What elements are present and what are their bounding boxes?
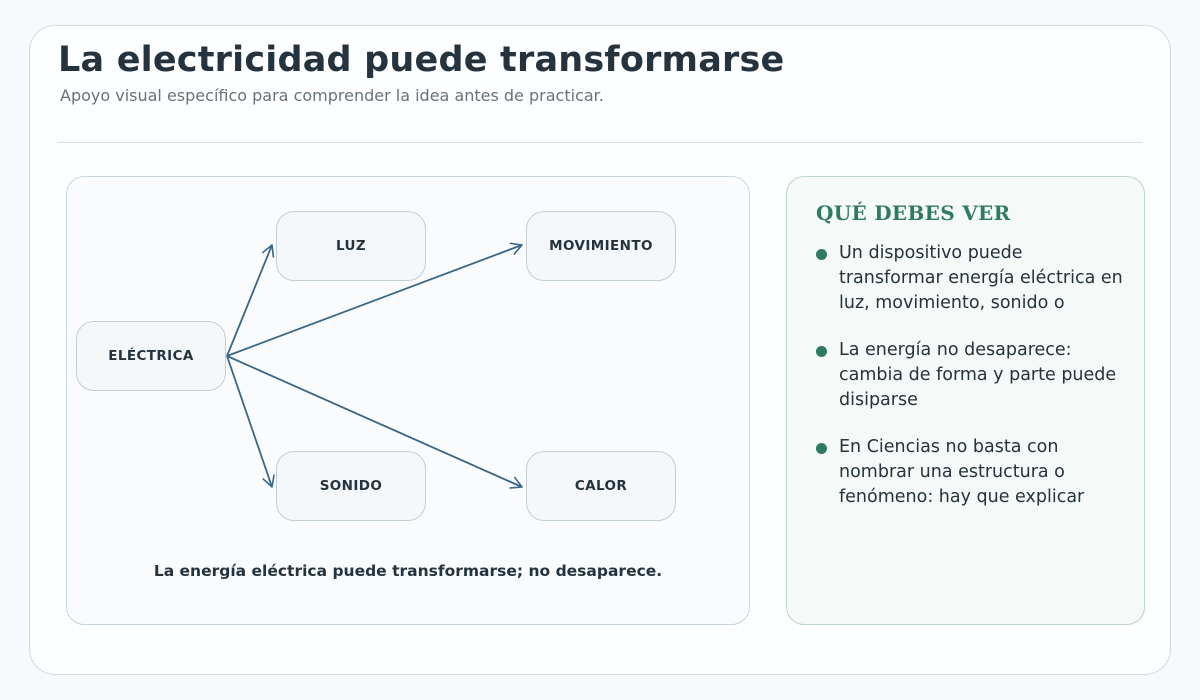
- node-sonido: SONIDO: [276, 451, 426, 521]
- list-item: La energía no desaparece: cambia de form…: [816, 338, 1131, 413]
- list-item-text: La energía no desaparece: cambia de form…: [839, 340, 1117, 410]
- diagram-caption: La energía eléctrica puede transformarse…: [153, 562, 663, 580]
- list-item: Un dispositivo puede transformar energía…: [816, 241, 1131, 316]
- arrow-to-sonido: [226, 355, 275, 488]
- arrow-to-luz: [226, 244, 275, 357]
- list-item-text: En Ciencias no basta con nombrar una est…: [839, 437, 1085, 507]
- arrow-to-movimiento: [226, 242, 523, 357]
- header-divider: [58, 142, 1143, 143]
- list-item: En Ciencias no basta con nombrar una est…: [816, 435, 1131, 510]
- bullet-dot-icon: [816, 346, 827, 357]
- node-movimiento: MOVIMIENTO: [526, 211, 676, 281]
- panel-title: QUÉ DEBES VER: [816, 201, 1011, 225]
- page-subtitle: Apoyo visual específico para comprender …: [60, 86, 604, 105]
- node-electrica: ELÉCTRICA: [76, 321, 226, 391]
- key-points-list: Un dispositivo puede transformar energía…: [816, 241, 1131, 532]
- node-calor: CALOR: [526, 451, 676, 521]
- bullet-dot-icon: [816, 443, 827, 454]
- arrow-to-calor: [226, 355, 523, 489]
- list-item-text: Un dispositivo puede transformar energía…: [839, 243, 1123, 313]
- bullet-dot-icon: [816, 249, 827, 260]
- diagram-arrows: [226, 242, 523, 489]
- node-luz: LUZ: [276, 211, 426, 281]
- page-title: La electricidad puede transformarse: [58, 40, 785, 80]
- energy-diagram: ELÉCTRICA LUZ MOVIMIENTO SONIDO CALOR La…: [66, 176, 750, 625]
- key-points-panel: QUÉ DEBES VER Un dispositivo puede trans…: [786, 176, 1145, 625]
